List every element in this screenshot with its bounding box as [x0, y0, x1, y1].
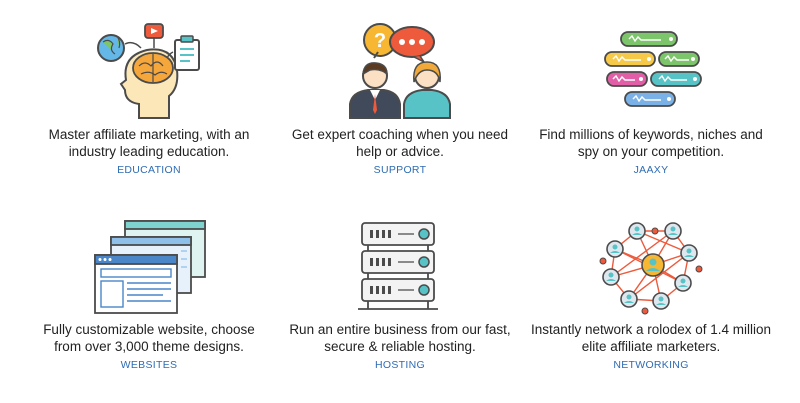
category-link-networking[interactable]: NETWORKING	[613, 359, 689, 371]
feature-hosting: Run an entire business from our fast, se…	[275, 213, 525, 373]
support-icon: ?	[275, 18, 525, 122]
website-windows-icon	[24, 213, 274, 317]
feature-support: ? Get expert coaching when you need help	[275, 18, 525, 178]
server-rack-icon	[275, 213, 525, 317]
svg-text:?: ?	[374, 30, 386, 52]
feature-description: Run an entire business from our fast, se…	[289, 322, 511, 354]
network-icon	[526, 213, 776, 317]
category-link-education[interactable]: EDUCATION	[117, 164, 181, 176]
feature-description: Master affiliate marketing, with an indu…	[48, 127, 250, 159]
category-link-jaaxy[interactable]: JAAXY	[633, 164, 669, 176]
feature-education: Master affiliate marketing, with an indu…	[24, 18, 274, 178]
feature-description: Find millions of keywords, niches and sp…	[539, 127, 763, 159]
feature-websites: Fully customizable website, choose from …	[24, 213, 274, 373]
keyword-research-icon	[526, 18, 776, 122]
feature-jaaxy: Find millions of keywords, niches and sp…	[526, 18, 776, 178]
education-icon	[24, 18, 274, 122]
category-link-hosting[interactable]: HOSTING	[375, 359, 425, 371]
feature-networking: Instantly network a rolodex of 1.4 milli…	[526, 213, 776, 373]
feature-description: Get expert coaching when you need help o…	[291, 127, 509, 159]
category-link-websites[interactable]: WEBSITES	[120, 359, 178, 371]
feature-description: Fully customizable website, choose from …	[43, 322, 255, 354]
feature-description: Instantly network a rolodex of 1.4 milli…	[530, 322, 772, 354]
category-link-support[interactable]: SUPPORT	[373, 164, 427, 176]
